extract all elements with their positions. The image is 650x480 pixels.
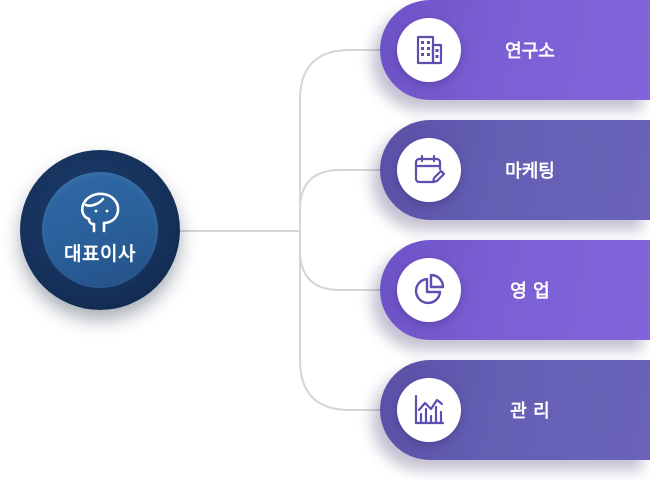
dept-icon-badge xyxy=(397,138,461,202)
line-bar-chart-icon xyxy=(414,394,445,425)
ceo-label: 대표이사 xyxy=(64,242,136,265)
dept-node-sales: 영 업 xyxy=(380,240,650,340)
pie-chart-icon xyxy=(414,273,445,305)
person-face-icon xyxy=(80,192,120,232)
dept-node-marketing: 마케팅 xyxy=(380,120,650,220)
dept-icon-badge xyxy=(397,18,461,82)
connector-to-sales xyxy=(299,249,390,291)
ceo-node-inner: 대표이사 xyxy=(42,172,158,288)
connector-to-research xyxy=(299,49,390,101)
dept-label-admin: 관 리 xyxy=(510,401,550,422)
dept-label-sales: 영 업 xyxy=(510,281,550,302)
dept-icon-badge xyxy=(397,258,461,322)
dept-label-marketing: 마케팅 xyxy=(505,161,555,182)
dept-icon-badge xyxy=(397,378,461,442)
building-icon xyxy=(416,35,443,65)
connector-to-marketing xyxy=(299,169,390,211)
dept-node-research: 연구소 xyxy=(380,0,650,100)
connector-to-admin xyxy=(299,359,390,411)
calendar-edit-icon xyxy=(414,154,446,184)
dept-label-research: 연구소 xyxy=(505,41,555,62)
ceo-node: 대표이사 xyxy=(20,150,180,310)
dept-node-admin: 관 리 xyxy=(380,360,650,460)
